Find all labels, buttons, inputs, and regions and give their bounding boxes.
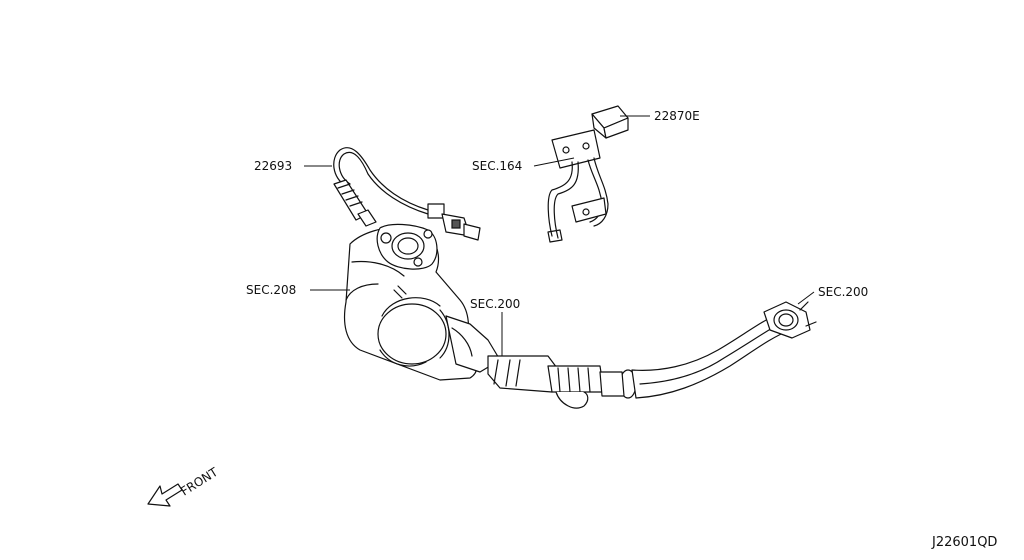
sensor-harness-connector[interactable] (441, 213, 481, 241)
exhaust-pipe-part[interactable] (487, 301, 817, 409)
sensor-bracket-assembly[interactable] (547, 105, 629, 243)
front-label: FRONT (178, 465, 221, 499)
callout-sec-200-center: SEC.200 (470, 297, 520, 311)
callout-sec-200-right: SEC.200 (818, 285, 868, 299)
callout-22693: 22693 (254, 159, 292, 173)
callout-22870e: 22870E (654, 109, 700, 123)
catalytic-converter-part[interactable] (343, 223, 501, 381)
front-orientation-indicator: FRONT (147, 465, 221, 507)
diagram-code: J22601QD (931, 535, 997, 550)
oxygen-sensor-part[interactable] (333, 147, 445, 227)
callout-sec-208: SEC.208 (246, 283, 296, 297)
arrow-down-left-icon (147, 483, 183, 507)
leader-lines (304, 115, 815, 356)
callout-sec-164: SEC.164 (472, 159, 522, 173)
